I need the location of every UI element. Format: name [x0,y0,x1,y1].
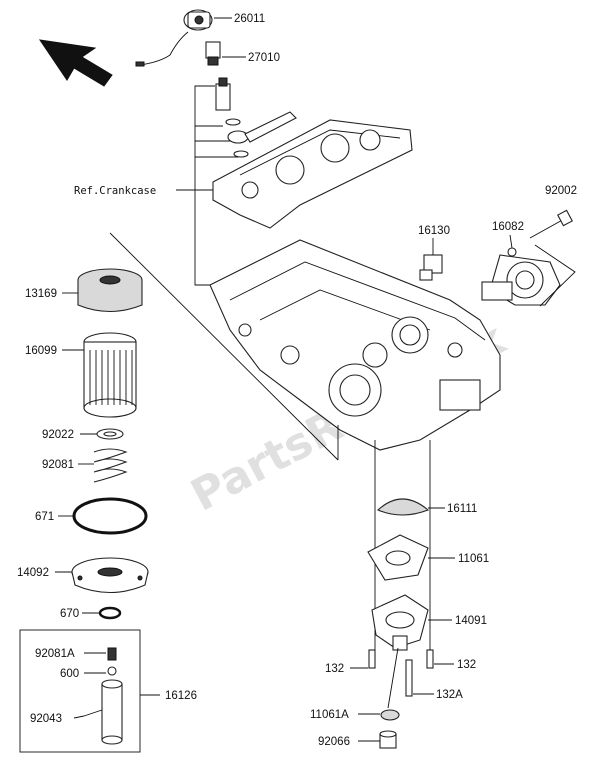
callout-16082: 16082 [492,221,524,233]
callout-92022: 92022 [42,429,74,441]
bolt-132-right-part [426,649,434,669]
banjo-bolt-part [215,77,297,158]
callout-132A: 132A [436,689,463,701]
cover-14092-part [71,557,149,593]
o-ring-670-part [98,606,122,620]
callout-27010: 27010 [248,52,280,64]
oil-filter-16099-part [83,332,137,418]
oil-pan-cover-14091-part [371,594,429,651]
filter-cap-13169-part [77,268,143,312]
strainer-16111-part [376,498,430,516]
callout-92081A: 92081A [35,648,75,660]
front-direction-arrow-icon [38,39,113,87]
callout-671: 671 [35,511,54,523]
callout-14092: 14092 [17,567,49,579]
reference-crankcase-label: Ref.Crankcase [74,185,156,197]
callout-11061A: 11061A [310,709,349,721]
callout-16130: 16130 [418,225,450,237]
plug-92066-part [379,730,397,749]
spring-92081-part [93,448,128,483]
o-ring-671-part [72,497,148,535]
callout-92066: 92066 [318,736,350,748]
upper-oil-pipe-assembly [212,119,413,229]
callout-16099: 16099 [25,345,57,357]
callout-132-left: 132 [325,663,344,675]
lower-crankcase-part [209,239,501,451]
gasket-11061-part [367,534,429,581]
sensor-27010-part [205,41,221,66]
callout-92081: 92081 [42,459,74,471]
callout-14091: 14091 [455,615,487,627]
callout-670: 670 [60,608,79,620]
oil-pump-16082-part [481,247,561,306]
callout-92043: 92043 [30,713,62,725]
callout-16111: 16111 [447,503,477,515]
washer-11061A-part [380,709,400,721]
callout-16126: 16126 [165,690,197,702]
fitting-16130-part [419,254,443,281]
washer-92022-part [96,428,124,440]
callout-92002: 92002 [545,185,577,197]
callout-600: 600 [60,668,79,680]
assembly-16126-box [19,629,160,753]
callout-26011: 26011 [234,13,265,25]
oil-pressure-switch-part [135,9,213,67]
callout-13169: 13169 [25,288,57,300]
bolt-132-left-part [368,649,376,669]
callout-132-right: 132 [457,659,476,671]
bolt-92002-part [529,209,573,239]
callout-11061: 11061 [458,553,489,565]
bolt-132A-part [405,659,413,697]
